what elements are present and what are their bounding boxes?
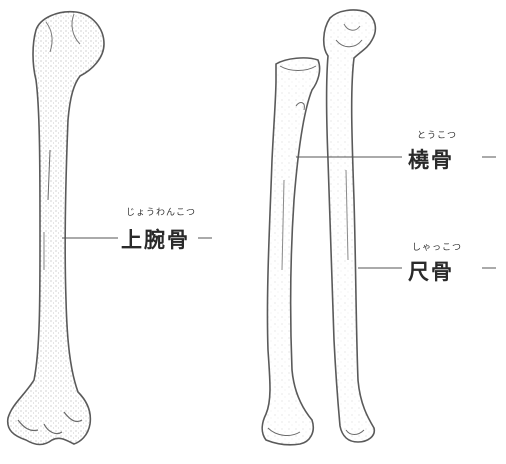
humerus-bone xyxy=(8,12,104,445)
humerus-label: 上腕骨 xyxy=(121,224,190,254)
ulna-bone xyxy=(324,10,376,442)
ulna-label: 尺骨 xyxy=(408,256,454,286)
humerus-ruby: じょうわんこつ xyxy=(126,205,196,218)
radius-bone xyxy=(262,58,319,445)
radius-ruby: とうこつ xyxy=(417,128,457,141)
radius-label: 橈骨 xyxy=(408,144,454,174)
ulna-ruby: しゃっこつ xyxy=(412,240,462,253)
